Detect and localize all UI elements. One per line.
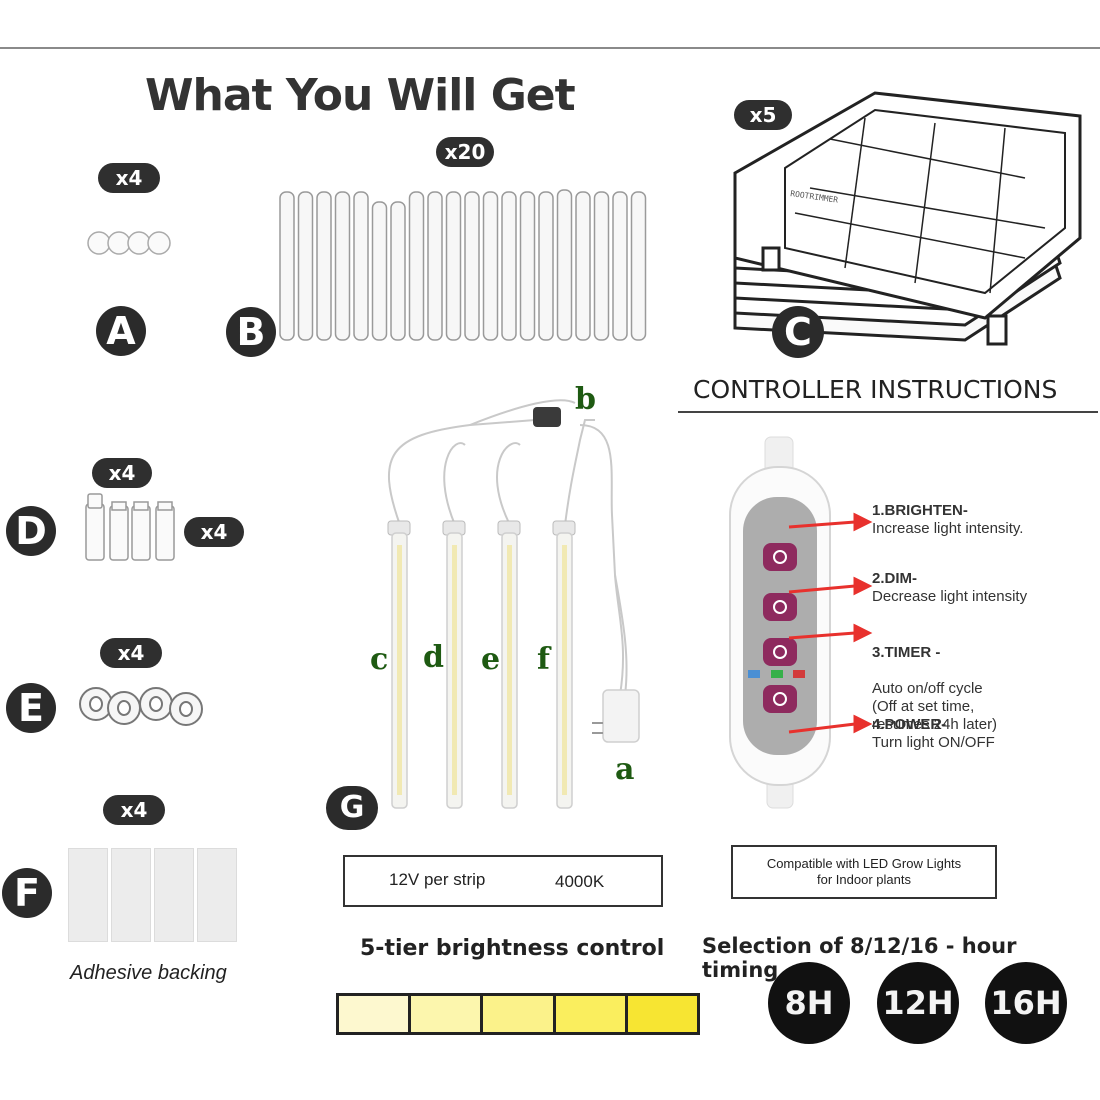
adhesive-pad xyxy=(68,848,108,942)
inline-controller xyxy=(533,407,561,427)
timing-option-8h: 8H xyxy=(768,962,850,1044)
label-d: d xyxy=(423,640,444,675)
qty-badge-d-top: x4 xyxy=(92,458,152,488)
rings-e-illustration xyxy=(79,687,203,726)
power-adapter xyxy=(602,689,640,743)
tube xyxy=(279,191,295,341)
brightness-tier-2 xyxy=(411,996,484,1032)
item-letter-c: C xyxy=(772,306,824,358)
spec-voltage: 12V per strip xyxy=(389,870,486,889)
tube xyxy=(482,191,499,341)
compat-box: Compatible with LED Grow Lights for Indo… xyxy=(731,845,997,899)
instruction-heading: 3.TIMER - xyxy=(872,644,941,661)
controller-title-underline xyxy=(678,411,1098,413)
brightness-tier-5 xyxy=(627,996,698,1032)
label-a: a xyxy=(615,752,635,787)
item-letter-e: E xyxy=(6,683,56,733)
spec-color-temp: 4000K xyxy=(555,872,605,891)
trays-c-illustration: ROOTRIMMER xyxy=(733,91,1082,346)
spec-box: 12V per strip 4000K xyxy=(343,855,663,907)
item-letter-f: F xyxy=(2,868,52,918)
item-letter-a: A xyxy=(96,306,146,356)
tube xyxy=(334,191,351,341)
instruction-brighten: 1.BRIGHTEN- Increase light intensity. xyxy=(872,502,1023,538)
tube xyxy=(445,191,462,341)
item-letter-d: D xyxy=(6,506,56,556)
tube xyxy=(353,191,369,341)
qty-badge-a: x4 xyxy=(98,163,160,193)
qty-badge-f: x4 xyxy=(103,795,165,825)
remote-controller-illustration xyxy=(729,436,831,809)
instruction-heading: 4.POWER- xyxy=(872,716,947,733)
instruction-arrows xyxy=(788,512,873,734)
adhesive-pad xyxy=(111,848,151,942)
compat-text: Compatible with LED Grow Lights for Indo… xyxy=(766,856,962,887)
label-b: b xyxy=(575,382,596,417)
tube xyxy=(297,191,314,341)
timing-option-12h: 12H xyxy=(877,962,959,1044)
instruction-body: Auto on/off cycle (Off at set time, resu… xyxy=(872,680,998,733)
instruction-heading: 1.BRIGHTEN- xyxy=(872,502,968,519)
tube xyxy=(390,201,406,341)
tube xyxy=(427,191,443,341)
tube xyxy=(593,191,610,341)
adhesive-pad xyxy=(154,848,194,942)
timing-option-16h: 16H xyxy=(985,962,1067,1044)
brightness-tier-bar xyxy=(336,993,700,1035)
qty-badge-c: x5 xyxy=(734,100,792,130)
label-f: f xyxy=(537,642,550,677)
brightness-tier-3 xyxy=(483,996,556,1032)
label-e: e xyxy=(481,642,501,677)
top-divider xyxy=(0,47,1100,49)
tube xyxy=(612,191,628,341)
tubes-b-illustration xyxy=(279,189,647,341)
page-title: What You Will Get xyxy=(145,70,576,121)
instruction-heading: 2.DIM- xyxy=(872,570,917,587)
tube xyxy=(538,191,554,341)
adhesive-pad xyxy=(197,848,237,942)
tube xyxy=(575,191,591,341)
tube xyxy=(408,191,425,341)
tube xyxy=(501,191,517,341)
connectors-d-illustration xyxy=(85,493,175,561)
light-strips-illustration xyxy=(387,399,640,809)
tube xyxy=(316,191,332,341)
label-c: c xyxy=(370,642,389,677)
item-letter-b: B xyxy=(226,307,276,357)
tube xyxy=(464,191,480,341)
tube xyxy=(371,201,388,341)
brightness-tier-4 xyxy=(555,996,628,1032)
qty-badge-e: x4 xyxy=(100,638,162,668)
tube xyxy=(556,189,573,341)
dowels-a-illustration xyxy=(87,231,171,255)
brightness-title: 5-tier brightness control xyxy=(360,936,665,961)
tube xyxy=(630,191,647,341)
instruction-dim: 2.DIM- Decrease light intensity xyxy=(872,570,1027,606)
adhesive-caption: Adhesive backing xyxy=(70,962,227,984)
instruction-body: Turn light ON/OFF xyxy=(872,734,995,751)
qty-badge-d-side: x4 xyxy=(184,517,244,547)
tube xyxy=(519,191,536,341)
instruction-body: Decrease light intensity xyxy=(872,588,1028,605)
controller-title: CONTROLLER INSTRUCTIONS xyxy=(693,375,1058,404)
timing-title: Selection of 8/12/16 - hour timing xyxy=(702,934,1017,982)
instruction-body: Increase light intensity. xyxy=(872,520,1024,537)
item-letter-g: G xyxy=(326,786,378,830)
qty-badge-b: x20 xyxy=(436,137,494,167)
brightness-tier-1 xyxy=(339,996,412,1032)
instruction-timer: 3.TIMER - Auto on/off cycle (Off at set … xyxy=(872,626,997,752)
instruction-power: 4.POWER- Turn light ON/OFF xyxy=(872,716,995,752)
